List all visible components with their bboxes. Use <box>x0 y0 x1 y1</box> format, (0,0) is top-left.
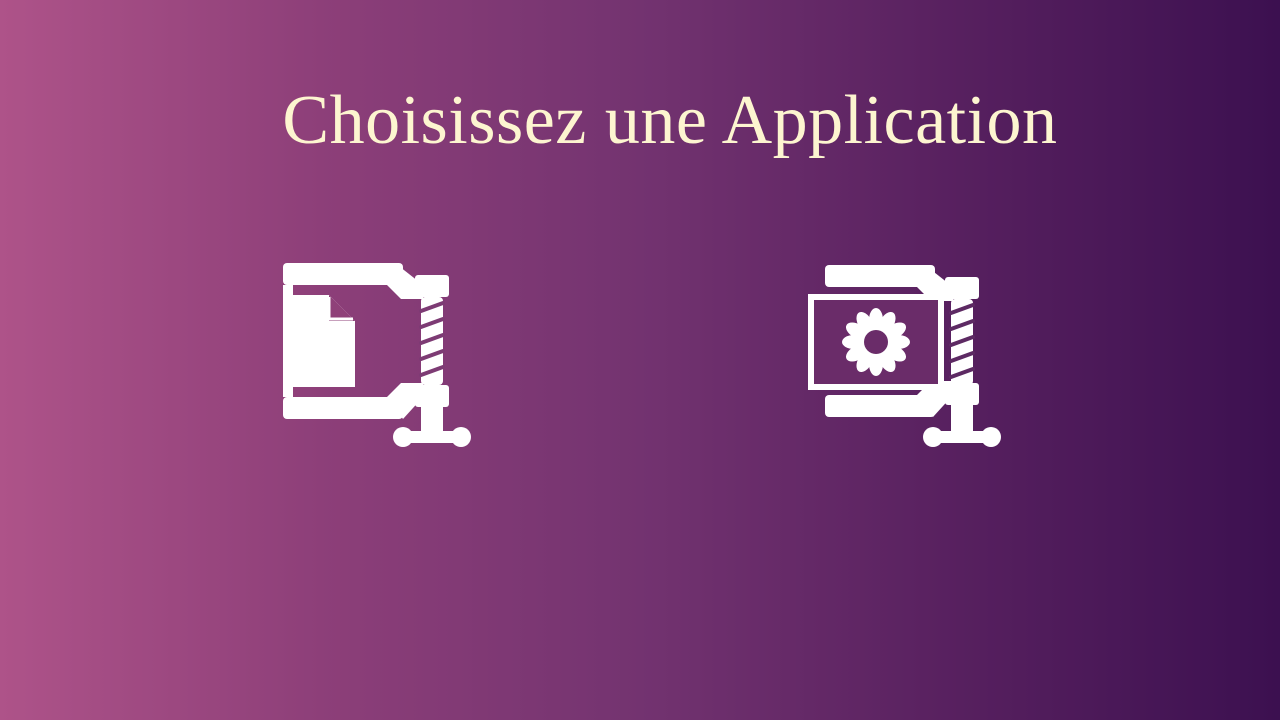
compress-image-app-button[interactable] <box>805 255 1005 455</box>
compress-file-app-button[interactable] <box>275 255 475 455</box>
page-title: Choisissez une Application <box>282 82 1058 159</box>
image-compress-icon <box>808 265 1001 447</box>
file-compress-icon <box>283 263 471 447</box>
